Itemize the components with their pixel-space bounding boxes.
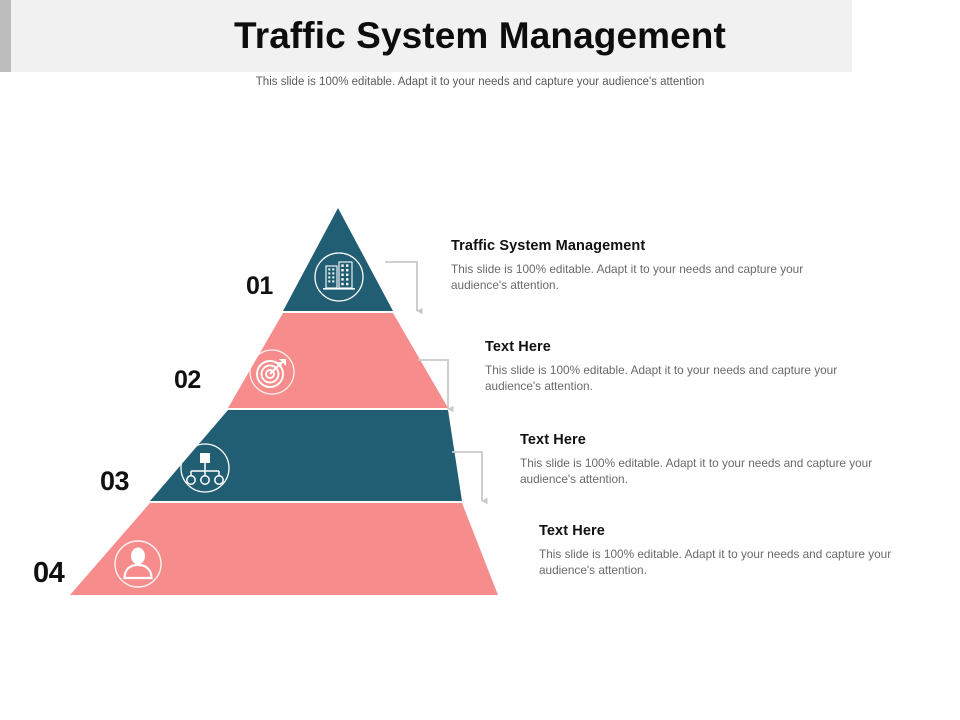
header-banner: [0, 0, 852, 72]
text-block-2-heading: Text Here: [485, 339, 551, 355]
tier-number-01: 01: [246, 272, 273, 300]
building-icon: [314, 252, 364, 302]
header-accent-bar: [0, 0, 11, 72]
pyramid-tier-1-shape[interactable]: [283, 208, 393, 311]
text-block-1-heading: Traffic System Management: [451, 238, 646, 254]
text-block-3-body: This slide is 100% editable. Adapt it to…: [520, 456, 873, 486]
connector-2: [418, 359, 454, 413]
connector-1: [385, 261, 423, 315]
user-icon: [114, 540, 162, 588]
page-title: Traffic System Management: [234, 15, 726, 56]
pyramid-tier-4-shape[interactable]: [70, 503, 498, 595]
text-block-2-body: This slide is 100% editable. Adapt it to…: [485, 363, 838, 393]
text-block-3: Text Here This slide is 100% editable. A…: [520, 432, 920, 487]
connector-3: [452, 451, 488, 505]
tier-number-04: 04: [33, 557, 65, 589]
text-block-1: Traffic System Management This slide is …: [451, 238, 851, 293]
tier-number-03: 03: [100, 466, 130, 496]
text-block-3-heading: Text Here: [520, 432, 586, 448]
page-subtitle: This slide is 100% editable. Adapt it to…: [255, 76, 705, 88]
pyramid-tier-2-shape[interactable]: [228, 313, 448, 408]
text-block-1-body: This slide is 100% editable. Adapt it to…: [451, 262, 804, 292]
text-block-4: Text Here This slide is 100% editable. A…: [539, 523, 939, 578]
target-arrow-icon: [249, 349, 295, 395]
tier-number-02: 02: [174, 366, 201, 394]
text-block-4-heading: Text Here: [539, 523, 605, 539]
pyramid-tier-3-shape[interactable]: [150, 410, 462, 501]
text-block-4-body: This slide is 100% editable. Adapt it to…: [539, 547, 892, 577]
org-chart-icon: [180, 443, 230, 493]
text-block-2: Text Here This slide is 100% editable. A…: [485, 339, 885, 394]
